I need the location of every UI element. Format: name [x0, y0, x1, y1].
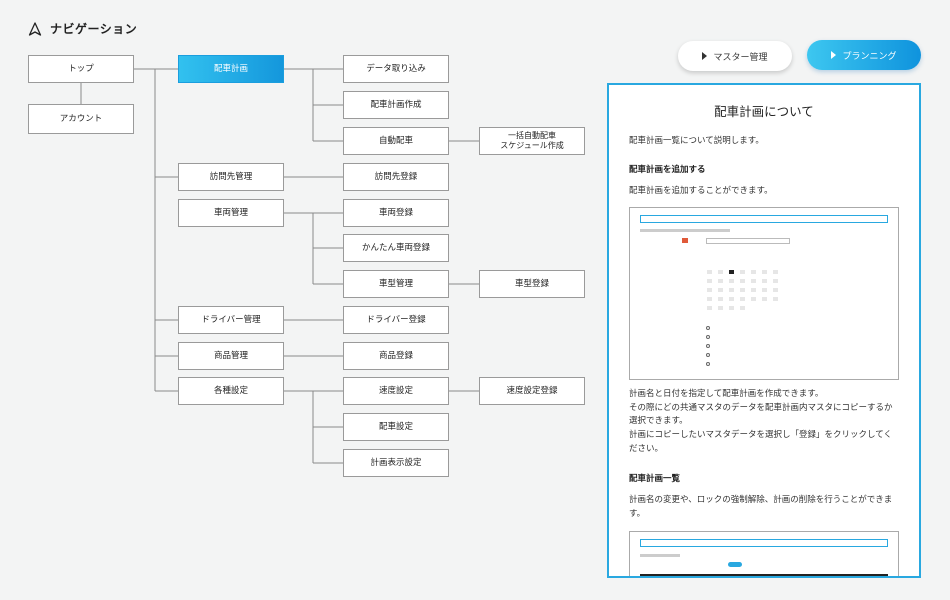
nav-node-label: 商品登録: [378, 350, 413, 361]
nav-node-label: ドライバー登録: [366, 314, 426, 325]
help-panel-title: 配車計画について: [714, 104, 814, 119]
mini-search-button: [728, 562, 742, 568]
section-list-title: 配車計画一覧: [629, 474, 681, 485]
section-list-text: 計画名の変更や、ロックの強制解除、計画の削除を行うことができます。: [629, 495, 893, 519]
add-plan-screenshot: [629, 207, 899, 381]
nav-node-keikaku-hyouji-settei[interactable]: 計画表示設定: [343, 449, 449, 477]
nav-node-haisha-settei[interactable]: 配車設定: [343, 413, 449, 441]
nav-node-top[interactable]: トップ: [28, 55, 134, 83]
mini-radio: [706, 335, 710, 340]
nav-node-label: 自動配車: [378, 135, 413, 146]
nav-node-data-torikomi[interactable]: データ取り込み: [343, 55, 449, 83]
plan-list-screenshot: [629, 531, 899, 576]
mini-radio: [706, 326, 710, 331]
mini-calendar: [703, 256, 789, 316]
nav-node-account[interactable]: アカウント: [28, 104, 134, 134]
nav-node-shagata-kanri[interactable]: 車型管理: [343, 270, 449, 298]
nav-node-label: 計画表示設定: [370, 457, 422, 468]
nav-node-label: 速度設定: [378, 385, 413, 396]
section-add-body: 計画名と日付を指定して配車計画を作成できます。 その際にどの共通マスタのデータを…: [629, 389, 893, 454]
nav-node-label: 各種設定: [213, 385, 248, 396]
mini-table-header: [640, 574, 888, 576]
nav-node-haisha-keikaku[interactable]: 配車計画: [178, 55, 284, 83]
play-icon: [702, 52, 708, 60]
page-title: ナビゲーション: [50, 22, 138, 36]
nav-node-houmonsaki-kanri[interactable]: 訪問先管理: [178, 163, 284, 191]
nav-node-label: 配車計画作成: [370, 99, 422, 110]
planning-label: プランニング: [842, 51, 897, 62]
master-management-button[interactable]: マスター管理: [678, 41, 792, 71]
nav-node-sokudo-settei[interactable]: 速度設定: [343, 377, 449, 405]
nav-node-ikkatsu-jidou-haisha[interactable]: 一括自動配車 スケジュール作成: [479, 127, 585, 155]
help-panel-intro: 配車計画一覧について説明します。: [629, 136, 764, 146]
nav-node-jidou-haisha[interactable]: 自動配車: [343, 127, 449, 155]
navigation-header: ナビゲーション: [28, 20, 137, 37]
nav-node-label: 車型管理: [378, 278, 413, 289]
nav-node-shouhin-touroku[interactable]: 商品登録: [343, 342, 449, 370]
nav-node-haisha-keikaku-sakusei[interactable]: 配車計画作成: [343, 91, 449, 119]
nav-node-label: ドライバー管理: [201, 314, 261, 325]
mini-breadcrumb: [640, 215, 888, 224]
nav-node-sharyou-touroku[interactable]: 車両登録: [343, 199, 449, 227]
nav-node-label: 訪問先登録: [374, 171, 418, 182]
mini-radio: [706, 353, 710, 358]
mini-radio: [706, 362, 710, 367]
section-add-text: 配車計画を追加することができます。: [629, 185, 773, 196]
nav-node-driver-kanri[interactable]: ドライバー管理: [178, 306, 284, 334]
section-add-title: 配車計画を追加する: [629, 164, 706, 175]
mini-name-input: [706, 238, 790, 245]
nav-node-label: 訪問先管理: [209, 171, 253, 182]
mini-radio: [706, 344, 710, 349]
nav-node-sokudo-settei-touroku[interactable]: 速度設定登録: [479, 377, 585, 405]
nav-node-houmonsaki-touroku[interactable]: 訪問先登録: [343, 163, 449, 191]
nav-node-label: 一括自動配車 スケジュール作成: [500, 131, 564, 150]
nav-node-shouhin-kanri[interactable]: 商品管理: [178, 342, 284, 370]
nav-node-shagata-touroku[interactable]: 車型登録: [479, 270, 585, 298]
nav-node-label: トップ: [68, 63, 94, 74]
nav-node-label: 配車計画: [213, 63, 248, 74]
nav-node-label: データ取り込み: [366, 63, 426, 74]
help-panel[interactable]: 配車計画について 配車計画一覧について説明します。 配車計画を追加する 配車計画…: [607, 83, 921, 578]
nav-node-label: 商品管理: [213, 350, 248, 361]
nav-node-kakushu-settei[interactable]: 各種設定: [178, 377, 284, 405]
nav-node-label: 速度設定登録: [506, 385, 558, 396]
nav-node-driver-touroku[interactable]: ドライバー登録: [343, 306, 449, 334]
mini-required-badge: [682, 238, 688, 244]
navigation-icon: [28, 21, 42, 36]
nav-node-label: 配車設定: [378, 421, 413, 432]
nav-node-sharyou-kanri[interactable]: 車両管理: [178, 199, 284, 227]
planning-button[interactable]: プランニング: [807, 40, 921, 70]
mini-breadcrumb: [640, 539, 888, 548]
nav-node-label: かんたん車両登録: [361, 242, 430, 253]
play-icon: [831, 51, 837, 59]
master-management-label: マスター管理: [713, 52, 768, 63]
mini-title-line: [640, 229, 730, 233]
nav-node-label: 車型登録: [514, 278, 549, 289]
nav-node-label: アカウント: [59, 113, 103, 124]
nav-node-label: 車両管理: [213, 207, 248, 218]
nav-node-label: 車両登録: [378, 207, 413, 218]
nav-node-kantan-sharyou-touroku[interactable]: かんたん車両登録: [343, 234, 449, 262]
mini-title-line: [640, 554, 680, 558]
